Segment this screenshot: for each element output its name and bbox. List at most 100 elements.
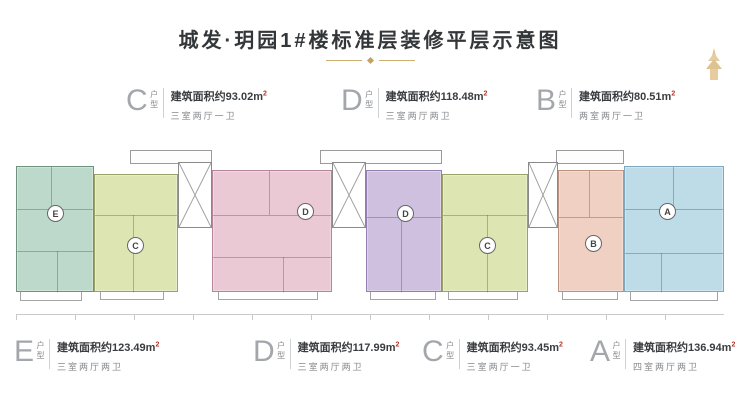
area-sup: 2	[671, 90, 676, 98]
balcony	[448, 292, 518, 300]
unit-info: 建筑面积约123.49m2 三室两厅两卫	[57, 338, 159, 373]
wall-line	[401, 217, 402, 293]
area-sup: 2	[155, 341, 160, 349]
area-value: 118.48	[440, 91, 474, 103]
unit-label-bottom-d: D 户型 建筑面积约117.99m2 三室两厅两卫	[253, 335, 400, 373]
unit-letter-block: C 户型	[422, 337, 455, 367]
wall-line	[133, 215, 134, 293]
unit-rooms: 三室两厅一卫	[170, 111, 237, 121]
area-unit: m	[473, 91, 484, 103]
unit-type-suffix: 户型	[364, 90, 374, 110]
area-sup: 2	[731, 341, 736, 349]
unit-rooms: 两室两厅一卫	[579, 111, 646, 121]
unit-e-plan	[16, 166, 94, 293]
wall-line	[17, 251, 93, 252]
unit-label-bottom-c: C 户型 建筑面积约93.45m2 三室两厅一卫	[422, 337, 563, 373]
wall-line	[661, 253, 662, 293]
unit-letter-block: E 户型	[14, 335, 45, 368]
unit-info: 建筑面积约117.99m2 三室两厅两卫	[298, 338, 400, 373]
ornament-line	[325, 60, 362, 61]
unit-circle-label: C	[127, 237, 144, 254]
stair-core	[178, 162, 212, 228]
elevator-lobby	[130, 150, 212, 164]
unit-circle-label: B	[585, 235, 602, 252]
area-unit: m	[549, 342, 559, 354]
wall-line	[487, 215, 488, 293]
area-prefix: 建筑面积约	[57, 342, 113, 354]
area-unit: m	[721, 342, 732, 354]
area-sup: 2	[262, 90, 267, 98]
wall-line	[283, 257, 284, 293]
unit-type-suffix: 户型	[558, 90, 568, 110]
balcony	[562, 292, 618, 300]
wall-line	[269, 171, 270, 215]
unit-circle-label: E	[47, 205, 64, 222]
area-value: 93.02	[225, 91, 254, 103]
unit-circle-label: D	[297, 203, 314, 220]
area-sup: 2	[483, 90, 488, 98]
unit-info: 建筑面积约136.94m2 四室两厅两卫	[633, 338, 735, 373]
unit-info: 建筑面积约80.51m2 两室两厅一卫	[579, 87, 675, 122]
wall-line	[213, 215, 331, 216]
area-value: 123.49	[112, 342, 146, 354]
unit-area: 建筑面积约123.49m2	[57, 339, 159, 355]
area-sup: 2	[395, 341, 400, 349]
stair-core	[332, 162, 366, 228]
label-divider	[162, 88, 164, 118]
elevator-lobby	[556, 150, 624, 164]
area-unit: m	[253, 91, 263, 103]
unit-rooms: 三室两厅两卫	[385, 111, 452, 121]
area-prefix: 建筑面积约	[170, 91, 226, 103]
unit-area: 建筑面积约93.02m2	[171, 88, 267, 104]
stair-core	[528, 162, 558, 228]
elevator-lobby	[320, 150, 442, 164]
unit-label-bottom-a: A 户型 建筑面积约136.94m2 四室两厅两卫	[590, 337, 735, 373]
area-sup: 2	[558, 341, 563, 349]
label-divider	[49, 339, 51, 369]
unit-letter: E	[14, 335, 35, 368]
area-prefix: 建筑面积约	[385, 91, 441, 103]
area-value: 80.51	[634, 91, 662, 103]
unit-letter-block: D 户型	[341, 84, 374, 117]
unit-letter: D	[341, 84, 363, 117]
unit-rooms: 三室两厅两卫	[297, 362, 364, 372]
wall-line	[51, 167, 52, 209]
unit-label-bottom-e: E 户型 建筑面积约123.49m2 三室两厅两卫	[14, 335, 159, 373]
area-value: 136.94	[688, 342, 722, 354]
balcony	[100, 292, 164, 300]
balcony	[370, 292, 436, 300]
dimension-line	[16, 314, 724, 320]
unit-area: 建筑面积约136.94m2	[633, 339, 735, 355]
unit-a-plan	[624, 166, 724, 293]
area-value: 93.45	[521, 342, 550, 354]
unit-area: 建筑面积约117.99m2	[298, 339, 400, 355]
unit-rooms: 三室两厅一卫	[466, 362, 533, 372]
stairs-icon	[179, 163, 211, 227]
unit-letter: D	[253, 335, 275, 368]
unit-type-suffix: 户型	[445, 341, 455, 361]
unit-letter-block: C 户型	[126, 86, 159, 116]
unit-letter: B	[536, 84, 557, 117]
area-unit: m	[661, 91, 672, 103]
unit-c2-plan	[442, 174, 528, 293]
unit-letter-block: D 户型	[253, 335, 286, 368]
area-unit: m	[385, 342, 396, 354]
title-ornament	[0, 56, 740, 65]
wall-line	[443, 215, 527, 216]
unit-b-plan	[558, 170, 624, 292]
wall-line	[673, 167, 674, 209]
unit-letter-block: A 户型	[590, 337, 622, 367]
ornament-line	[378, 60, 415, 61]
area-prefix: 建筑面积约	[297, 342, 353, 354]
unit-label-top-b: B 户型 建筑面积约80.51m2 两室两厅一卫	[536, 84, 675, 122]
unit-type-suffix: 户型	[612, 341, 622, 361]
page-title: 城发·玥园1#楼标准层装修平层示意图	[178, 30, 562, 52]
stairs-icon	[333, 163, 365, 227]
unit-d-pink-plan	[212, 170, 332, 293]
unit-area: 建筑面积约118.48m2	[386, 88, 488, 104]
unit-label-top-c: C 户型 建筑面积约93.02m2 三室两厅一卫	[126, 86, 267, 122]
label-divider	[625, 339, 627, 369]
unit-info: 建筑面积约93.45m2 三室两厅一卫	[467, 338, 563, 373]
stairs-icon	[529, 163, 557, 227]
